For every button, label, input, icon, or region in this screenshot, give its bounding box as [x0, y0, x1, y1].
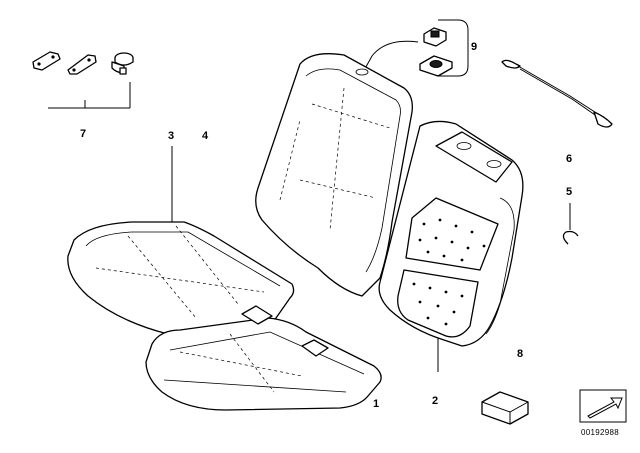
bracket-small-part — [32, 51, 61, 71]
seat-cover-part — [67, 221, 295, 335]
callout-9-leader — [361, 40, 419, 75]
direction-arrow-icon — [579, 389, 627, 423]
callout-4: 4 — [202, 130, 209, 142]
callout-1: 1 — [373, 398, 380, 410]
callout-6: 6 — [566, 153, 573, 165]
backrest-cover-part — [255, 53, 413, 297]
callout-2: 2 — [432, 395, 439, 407]
callout-7-leader — [48, 82, 131, 109]
callout-8: 8 — [517, 348, 524, 360]
foam-block-part — [481, 391, 529, 425]
clip-ring-part — [562, 230, 579, 245]
callout-3: 3 — [168, 130, 175, 142]
callout-9: 9 — [471, 41, 478, 53]
backrest-pad-part — [378, 120, 524, 347]
screw-part — [111, 52, 134, 75]
backrest-pad-holes — [412, 218, 486, 326]
document-id: 00192988 — [581, 428, 619, 437]
wire-part — [501, 59, 613, 128]
clip-inset — [419, 19, 469, 77]
callout-7: 7 — [80, 128, 87, 140]
seat-frame-part — [145, 305, 382, 411]
bracket-angled-part — [67, 54, 97, 75]
callout-5: 5 — [566, 186, 573, 198]
